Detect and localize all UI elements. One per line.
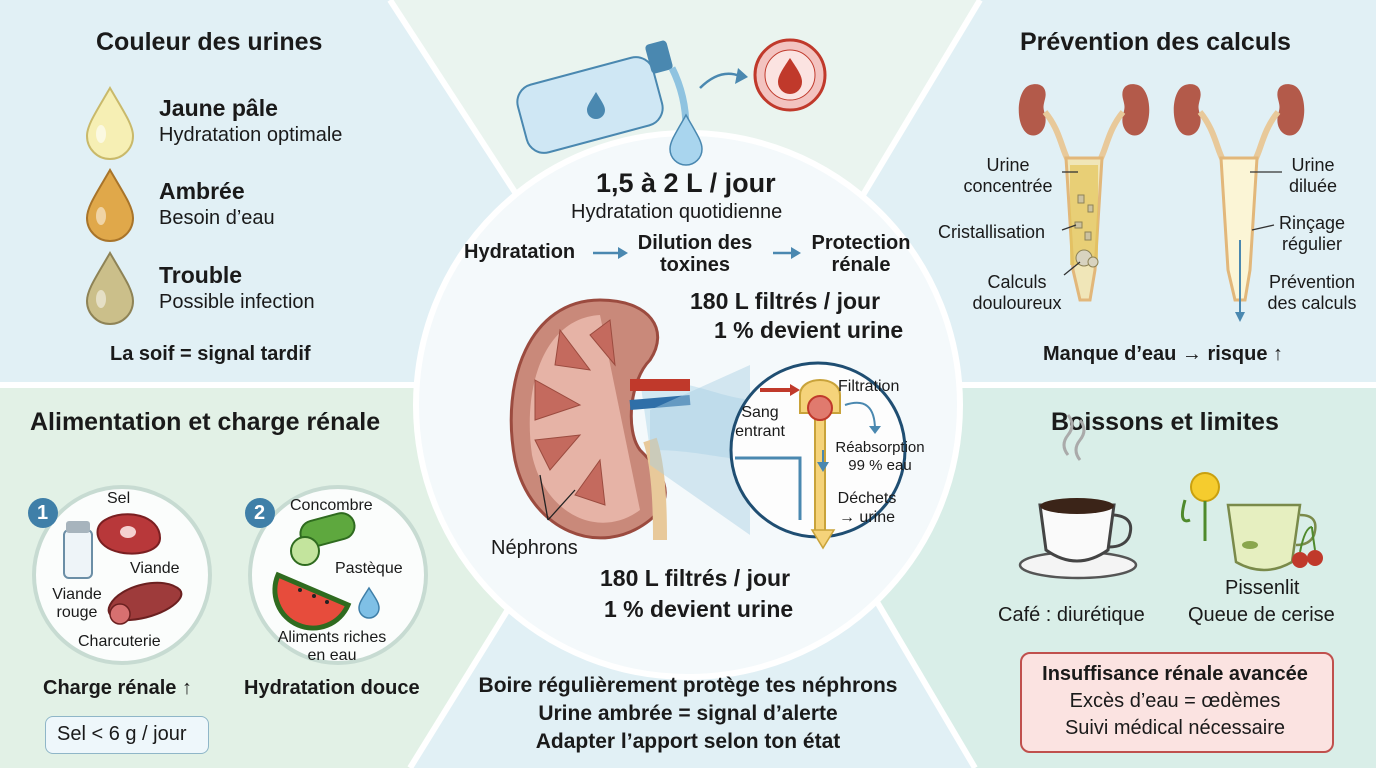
warning-title: Insuffisance rénale avancée [1042,663,1308,685]
message-3: Adapter l’apport selon ton état [535,730,841,753]
urine-item-3-name: Trouble [159,262,243,288]
filtered-top-2: 1 % devient urine [714,317,904,343]
cucumber-icon [290,512,356,566]
urine-item-2-desc: Besoin d’eau [159,207,275,229]
urine-item-3-desc: Possible infection [159,291,315,313]
plate-number-badge [28,498,58,528]
watermelon-icon [272,571,352,631]
kidney-cross-section-icon [509,298,760,541]
urine-item-3: Trouble Possible infection [159,262,315,314]
blood-cell-icon [753,38,827,112]
food-charcuterie: Charcuterie [78,633,161,650]
charcuterie-icon [107,581,183,625]
nephrons-label: Néphrons [491,537,578,559]
thirst-signal: La soif = signal tardif [110,343,311,365]
food-plates [28,485,428,665]
daily-intake-desc: Hydratation quotidienne [571,201,783,223]
urine-drops [85,86,135,325]
label-urine-concentrated-text: Urine concentrée [963,155,1053,196]
warning-line-1: Excès d’eau = œdèmes [1069,690,1281,712]
label-painful-stones: Calculs douloureux [972,272,1062,313]
message-2: Urine ambrée = signal d’alerte [538,702,838,725]
food-watermelon: Pastèque [335,560,403,577]
red-meat-icon [96,513,162,555]
drop-cloudy-icon [85,251,135,325]
urine-colors-title: Couleur des urines [96,28,323,56]
kidney-icon [1018,84,1046,136]
gentle-hydration-caption: Hydratation douce [244,677,420,699]
food-title: Alimentation et charge rénale [30,408,381,436]
urine-item-2-name: Ambrée [159,178,245,204]
renal-failure-warning-box [1020,652,1334,753]
nephron-filtration: Filtration [838,378,900,395]
coffee-label: Café : diurétique [998,604,1145,626]
flow-step-protection: Protection rénale [811,232,911,276]
water-bottle-icon [516,40,703,166]
nephron-blood-in: Sang entrant [735,404,785,440]
filtered-top-1: 180 L filtrés / jour [690,288,881,314]
label-regular-rinse: Rinçage régulier [1278,213,1346,254]
kidney-tubes-illustration [1018,84,1305,322]
herbal-label-1: Pissenlit [1225,577,1300,599]
label-stone-prevention: Prévention des calculs [1267,272,1357,313]
drop-amber-icon [85,168,135,242]
plate2-number: 2 [254,502,266,524]
kidney-icon [1122,84,1150,136]
salt-shaker-icon [63,521,93,579]
label-crystallization: Cristallisation [938,222,1046,242]
kidney-icon [1277,84,1305,136]
flow-step-dilution: Dilution des toxines [637,232,753,276]
stones-title: Prévention des calculs [1020,28,1291,56]
daily-intake: 1,5 à 2 L / jour [596,168,776,198]
label-urine-diluted: Urine diluée [1288,155,1338,196]
urine-item-1-desc: Hydratation optimale [159,124,343,146]
herbal-tea-icon [1180,472,1323,572]
message-1: Boire régulièrement protège tes néphrons [478,674,898,697]
kidney-icon [1173,84,1201,136]
filtered-bottom-2: 1 % devient urine [604,596,794,622]
food-meat: Viande [130,560,180,577]
nephron-waste: Déchets → urine [837,490,897,526]
nephron-detail-icon [729,361,907,550]
salt-limit-box [45,716,209,754]
food-cucumber: Concombre [290,497,373,514]
urine-item-2: Ambrée Besoin d’eau [159,178,275,230]
food-red-meat: Viande rouge [52,586,102,621]
flow-step-hydration: Hydratation [464,241,576,263]
renal-load-caption: Charge rénale ↑ [43,677,192,699]
urine-item-1-name: Jaune pâle [159,95,278,121]
water-risk-footer: Manque d’eau → risque ↑ [1043,343,1284,365]
food-salt: Sel [107,490,131,507]
salt-limit: Sel < 6 g / jour [57,723,187,745]
urine-item-1: Jaune pâle Hydratation optimale [159,95,342,147]
warning-line-2: Suivi médical nécessaire [1064,717,1286,739]
drop-pale-yellow-icon [85,86,135,160]
coffee-cup-icon [1018,414,1138,580]
filtered-bottom-1: 180 L filtrés / jour [600,565,791,591]
nephron-reabsorption: Réabsorption 99 % eau [835,439,925,474]
food-water-rich: Aliments riches en eau [277,629,387,664]
drinks-title: Boissons et limites [1051,408,1279,436]
plate-number-badge [245,498,275,528]
plate1-number: 1 [37,502,49,524]
water-drop-icon [358,586,380,619]
herbal-label-2: Queue de cerise [1188,604,1335,626]
